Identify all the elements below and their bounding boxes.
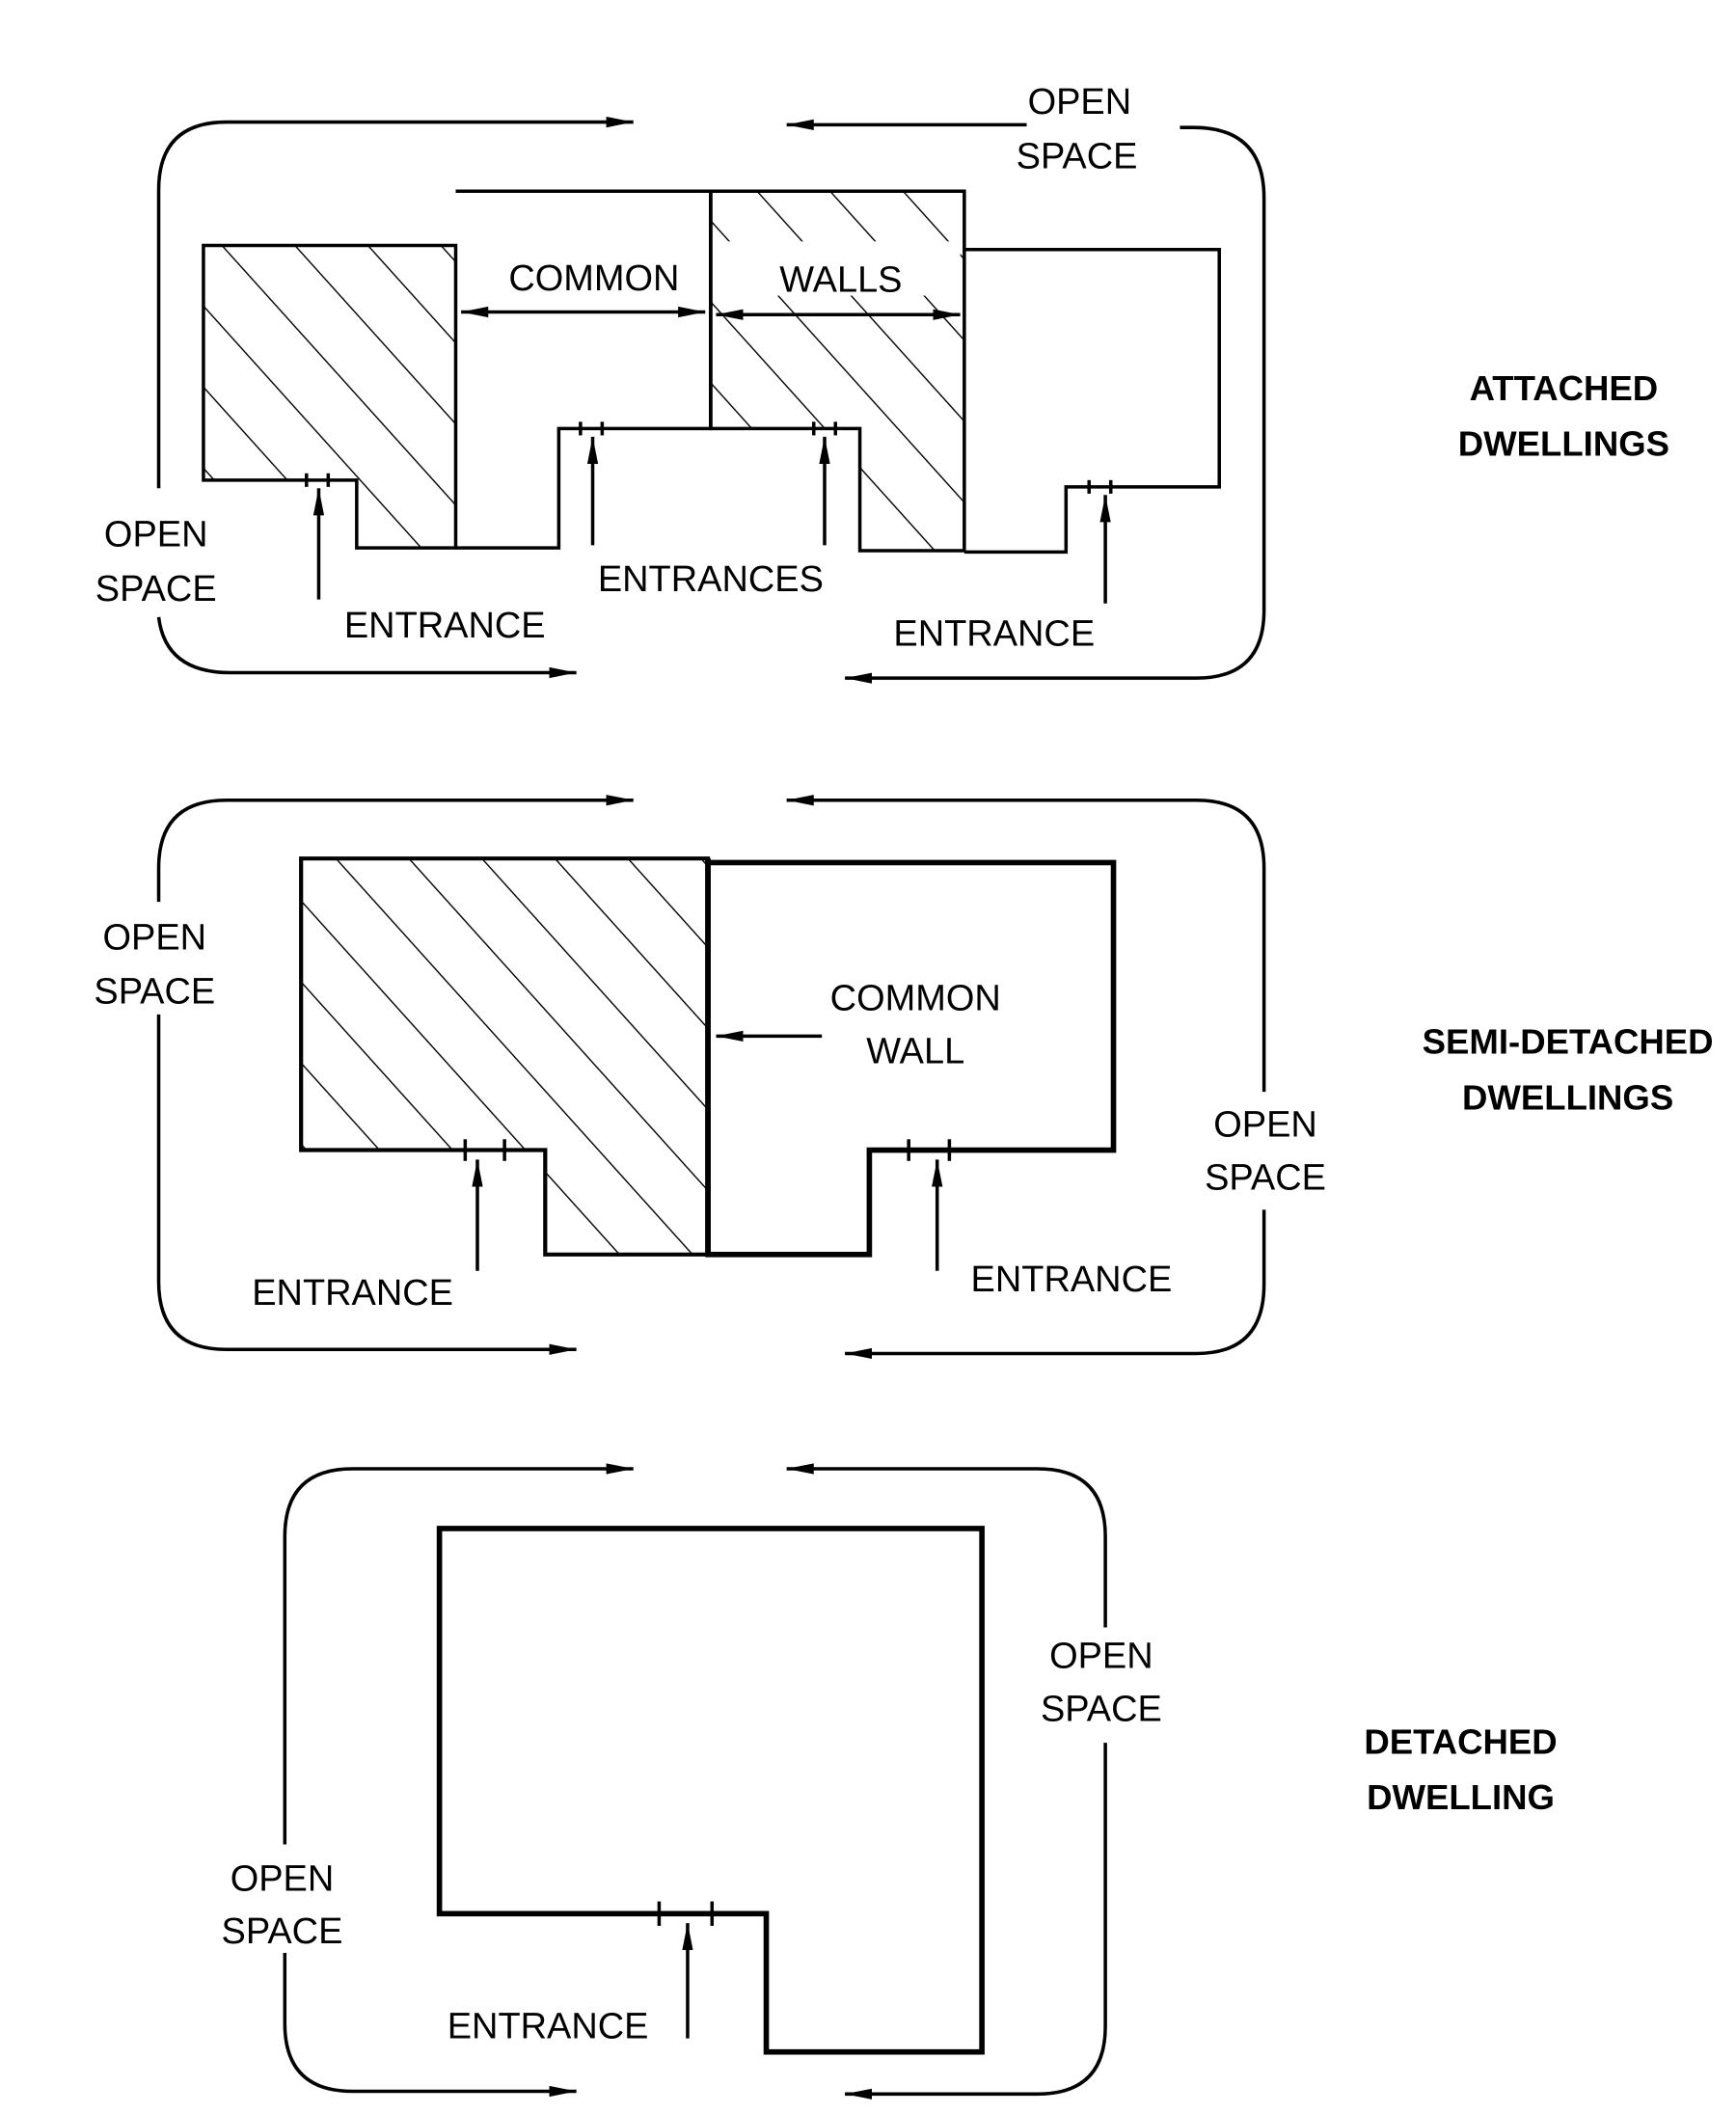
open-space-label-right: SPACE xyxy=(1205,1157,1326,1198)
entrances-label: ENTRANCES xyxy=(598,559,824,600)
common-label: COMMON xyxy=(508,258,679,299)
entrance-label-left: ENTRANCE xyxy=(252,1273,453,1314)
open-space-arrow-right-bottom xyxy=(845,1209,1266,1360)
attached-dwellings-title: ATTACHED xyxy=(1470,368,1659,408)
attached-dwellings-title: DWELLINGS xyxy=(1458,424,1669,464)
semi-detached-dwellings-diagram: OPEN SPACE COMMON WALL OPEN SPACE ENTRAN… xyxy=(94,795,1714,1360)
semi-detached-dwellings-title: DWELLINGS xyxy=(1462,1077,1673,1117)
open-space-label-left: OPEN xyxy=(231,1858,335,1899)
dwelling-right xyxy=(963,247,1221,555)
open-space-arrow-left-bottom xyxy=(156,1014,577,1355)
semi-detached-dwellings-title: SEMI-DETACHED xyxy=(1423,1022,1714,1062)
open-space-label-left: SPACE xyxy=(94,972,215,1013)
hatched-dwelling-left xyxy=(202,243,458,550)
walls-label: WALLS xyxy=(779,259,902,300)
open-space-label-top: OPEN xyxy=(1028,82,1132,122)
entrance-label: ENTRANCE xyxy=(448,2007,649,2047)
open-space-arrow-top-right xyxy=(786,795,1266,1093)
open-space-arrow-top-left xyxy=(156,795,634,903)
open-space-arrow-top-right xyxy=(786,1463,1107,1628)
open-space-arrow-right-top xyxy=(845,125,1266,684)
open-space-arrow-top-left xyxy=(283,1463,634,1845)
open-space-label-right: OPEN xyxy=(1213,1104,1317,1145)
detached-dwelling-title: DETACHED xyxy=(1364,1721,1557,1761)
common-wall-label: WALL xyxy=(866,1032,964,1072)
open-space-label-top: SPACE xyxy=(1017,136,1138,176)
dwelling-detached xyxy=(436,1526,985,2055)
hatched-dwelling-left xyxy=(299,856,711,1257)
entrance-label-right: ENTRANCE xyxy=(893,613,1095,654)
dwelling-middle xyxy=(455,189,713,550)
door-ticks xyxy=(657,1901,715,1926)
open-space-label-right: SPACE xyxy=(1041,1690,1162,1730)
door-ticks xyxy=(305,421,1113,494)
door-ticks xyxy=(463,1139,952,1161)
common-wall-label: COMMON xyxy=(830,979,1001,1019)
open-space-label-right: OPEN xyxy=(1049,1637,1153,1677)
open-space-label-left: OPEN xyxy=(103,917,207,958)
attached-dwellings-diagram: OPEN SPACE OPEN SPACE COMMON WALLS ENTRA… xyxy=(95,82,1669,684)
open-space-label-left: SPACE xyxy=(222,1911,343,1952)
open-space-arrow-right-bottom xyxy=(845,1743,1107,2099)
open-space-label-left: OPEN xyxy=(104,515,208,555)
open-space-arrow-top-left xyxy=(156,116,634,489)
entrance-label-left: ENTRANCE xyxy=(344,606,546,646)
open-space-arrow-bottom-left xyxy=(156,616,577,679)
entrance-label-right: ENTRANCE xyxy=(971,1260,1173,1300)
open-space-arrow-left-bottom xyxy=(283,1953,577,2098)
open-space-label-left: SPACE xyxy=(95,569,217,610)
detached-dwelling-diagram: OPEN SPACE OPEN SPACE ENTRANCE DETACHED … xyxy=(222,1463,1558,2099)
walls-label-mask xyxy=(715,241,961,296)
detached-dwelling-title: DWELLING xyxy=(1367,1777,1555,1817)
